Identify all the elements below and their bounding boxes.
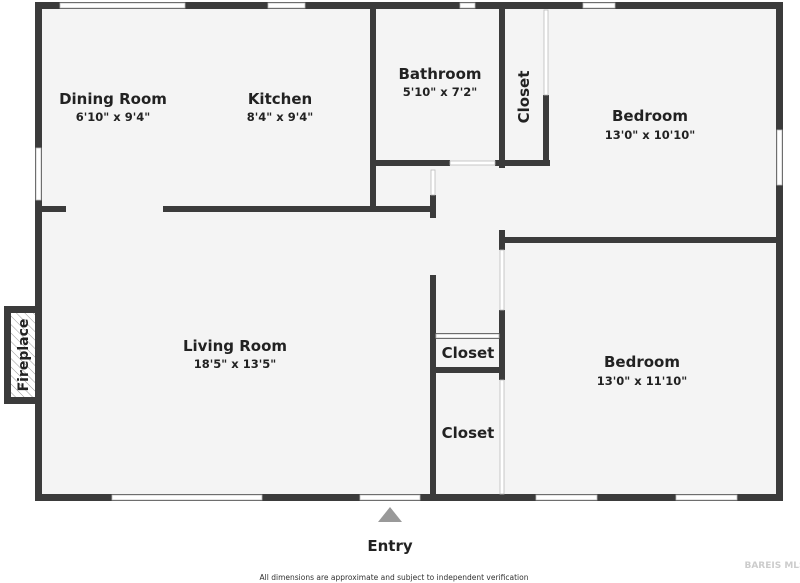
room-size-dining: 6'10" x 9'4" xyxy=(76,110,150,124)
room-size-kitchen: 8'4" x 9'4" xyxy=(247,110,313,124)
fireplace: Fireplace xyxy=(4,306,38,404)
entry-arrow-icon xyxy=(378,507,402,522)
windows xyxy=(35,2,783,501)
room-name-closet-2: Closet xyxy=(442,344,495,362)
room-name-bathroom: Bathroom xyxy=(398,65,481,83)
room-size-bathroom: 5'10" x 7'2" xyxy=(403,85,477,99)
watermark-logo: BAREIS MLS xyxy=(744,561,800,571)
entry-label: Entry xyxy=(367,537,412,555)
room-name-kitchen: Kitchen xyxy=(248,90,312,108)
room-name-bedroom-1: Bedroom xyxy=(612,107,688,125)
room-size-bedroom-1: 13'0" x 10'10" xyxy=(605,128,695,142)
room-name-closet-3: Closet xyxy=(442,424,495,442)
disclaimer: All dimensions are approximate and subje… xyxy=(260,573,529,582)
floor xyxy=(38,6,780,498)
room-size-bedroom-2: 13'0" x 11'10" xyxy=(597,374,687,388)
entry-door xyxy=(359,494,421,501)
room-name-dining: Dining Room xyxy=(59,90,167,108)
room-name-bedroom-2: Bedroom xyxy=(604,353,680,371)
room-name-living: Living Room xyxy=(183,337,287,355)
fireplace-label: Fireplace xyxy=(16,319,32,392)
room-size-living: 18'5" x 13'5" xyxy=(194,357,276,371)
room-name-closet-1: Closet xyxy=(515,71,533,124)
